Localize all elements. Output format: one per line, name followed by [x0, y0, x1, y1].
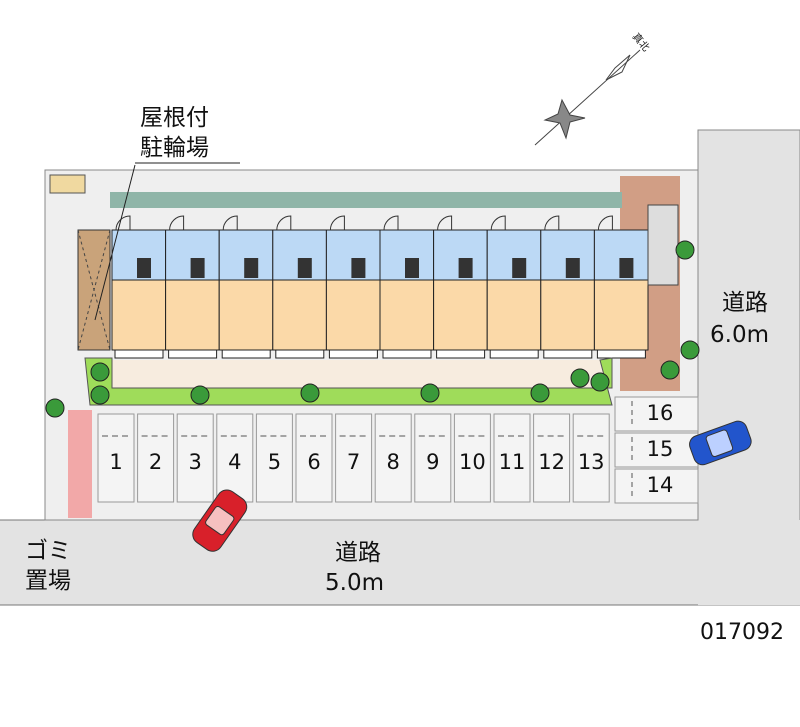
bike-storage-box	[49, 174, 86, 194]
compass-icon	[534, 49, 641, 146]
apartment-building	[111, 215, 649, 359]
east-road-label: 道路	[722, 290, 768, 316]
tree-icon	[45, 398, 65, 418]
parking-space-number: 4	[228, 450, 242, 474]
parking-space	[414, 413, 452, 503]
parking-space	[374, 413, 412, 503]
apartment-unit	[111, 215, 167, 359]
apartment-unit	[486, 215, 542, 359]
tree-icon	[680, 340, 700, 360]
bike-parking-label-1: 屋根付	[140, 105, 209, 131]
tree-icon	[660, 360, 680, 380]
tree-icon	[530, 383, 550, 403]
south-road-label: 道路	[335, 540, 381, 566]
garbage-label-2: 置場	[25, 568, 71, 594]
apartment-unit	[218, 215, 274, 359]
tree-icon	[590, 372, 610, 392]
tree-icon	[675, 240, 695, 260]
parking-space-number: 14	[646, 473, 674, 497]
tree-icon	[570, 368, 590, 388]
parking-space-number: 1	[109, 450, 123, 474]
parking-space-number: 8	[386, 450, 400, 474]
property-id: 017092	[700, 620, 784, 645]
parking-space	[614, 396, 699, 432]
parking-space-number: 15	[646, 437, 674, 461]
red-car-icon	[192, 489, 248, 552]
parking-space	[295, 413, 333, 503]
parking-space-number: 3	[188, 450, 202, 474]
parking-space	[614, 432, 699, 468]
parking-space-number: 5	[267, 450, 282, 474]
parking-space	[137, 413, 175, 503]
walkway	[112, 360, 612, 388]
parking-space-number: 12	[538, 450, 565, 474]
bike-parking-label-2: 駐輪場	[140, 135, 209, 161]
parking-space-number: 9	[426, 450, 440, 474]
parking-space-number: 13	[577, 450, 605, 474]
apartment-unit	[165, 215, 220, 359]
parking-space-number: 2	[148, 450, 163, 474]
parking-space	[335, 413, 373, 503]
apartment-unit	[325, 215, 381, 359]
parking-space	[216, 413, 254, 503]
tree-icon	[300, 383, 320, 403]
parking-space	[493, 413, 531, 503]
south-road	[0, 520, 800, 605]
parking-space	[453, 413, 491, 503]
apartment-unit	[379, 215, 435, 359]
parking-space	[97, 413, 135, 503]
blue-car-icon	[689, 420, 752, 466]
tree-icon	[90, 362, 110, 382]
parking-space-number: 6	[307, 450, 321, 474]
garbage-area	[68, 410, 92, 518]
garbage-label-1: ゴミ	[25, 538, 71, 564]
parking-space-number: 16	[646, 401, 674, 425]
parking-space	[255, 413, 293, 503]
parking-space-number: 11	[498, 450, 526, 474]
parking-space-number: 10	[459, 450, 486, 474]
parking-lot	[97, 396, 699, 504]
apartment-unit	[540, 215, 595, 359]
apartment-unit	[593, 215, 649, 359]
apartment-unit	[272, 215, 327, 359]
parking-space	[572, 413, 610, 503]
tree-icon	[190, 385, 210, 405]
tree-icon	[420, 383, 440, 403]
parking-space	[533, 413, 571, 503]
parking-space	[614, 468, 699, 504]
stair	[647, 204, 679, 286]
south-road-width: 5.0m	[325, 570, 384, 596]
tree-icon	[90, 385, 110, 405]
parking-space	[176, 413, 214, 503]
green-strip	[84, 357, 613, 406]
east-road-width: 6.0m	[710, 322, 769, 348]
apartment-unit	[433, 215, 488, 359]
parking-space-number: 7	[346, 450, 361, 474]
